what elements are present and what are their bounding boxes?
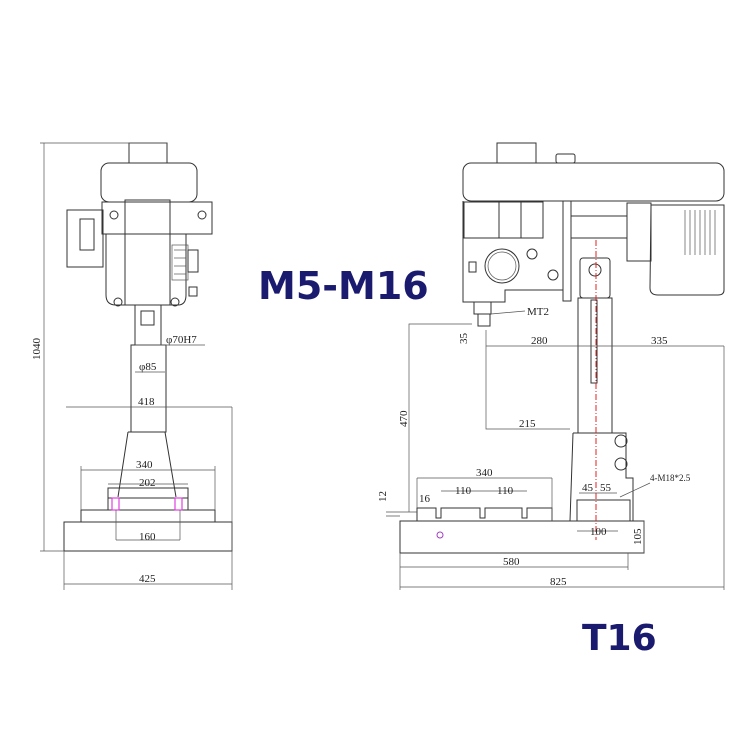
spindle-housing xyxy=(124,199,171,306)
front-view: 1040 φ70H7 φ85 418 340 202 160 425 xyxy=(31,142,233,590)
dim-bolts: 4-M18*2.5 xyxy=(650,473,691,483)
slot-mark xyxy=(111,497,120,511)
dim-slot-offset: 16 xyxy=(419,493,431,505)
dim-bolt-a: 45 xyxy=(582,482,594,494)
side-view: MT2 35 280 335 470 215 340 16 110 110 12… xyxy=(377,142,725,590)
head-ears xyxy=(101,201,213,235)
dim-slot-pitch-2: 110 xyxy=(497,485,514,497)
dim-base-length: 580 xyxy=(503,556,520,568)
motor xyxy=(649,204,725,296)
feed-dial xyxy=(484,248,520,284)
dim-taper: MT2 xyxy=(527,306,549,318)
dim-table-height: 12 xyxy=(377,491,389,502)
gearbox xyxy=(105,234,187,306)
dim-height: 1040 xyxy=(31,338,43,361)
dim-column-to-back: 335 xyxy=(651,335,668,347)
dim-table-length: 340 xyxy=(476,467,493,479)
dim-spindle-to-column: 280 xyxy=(531,335,548,347)
head-cover xyxy=(462,162,725,202)
dim-spindle-bore: φ70H7 xyxy=(166,334,197,346)
slot-mark xyxy=(174,497,183,511)
dim-bolt-b: 55 xyxy=(600,482,612,494)
dim-base-height: 105 xyxy=(632,528,644,545)
dim-table-inner: 202 xyxy=(139,477,156,489)
bolt-hole xyxy=(109,210,119,220)
table xyxy=(80,509,216,523)
column-base xyxy=(569,432,634,522)
knob xyxy=(187,249,199,273)
dim-throat: 215 xyxy=(519,418,536,430)
panel-slot xyxy=(79,218,95,251)
dim-column-dia: φ85 xyxy=(139,361,157,373)
top-knob xyxy=(555,153,576,164)
model-range-title: M5-M16 xyxy=(258,264,429,308)
dim-slot-spacing: 160 xyxy=(139,531,156,543)
column xyxy=(130,344,167,433)
side-panel xyxy=(66,209,104,268)
dim-base-width: 425 xyxy=(139,573,156,585)
column xyxy=(577,297,613,434)
gearbox xyxy=(462,201,564,303)
model-title: T16 xyxy=(582,618,657,659)
dim-nose: 35 xyxy=(458,333,470,345)
dim-slot-pitch-1: 110 xyxy=(455,485,472,497)
base xyxy=(399,520,645,554)
motor-cap xyxy=(496,142,537,164)
spindle-nose xyxy=(473,301,492,315)
head-cover xyxy=(100,162,198,203)
table-slots xyxy=(416,507,553,521)
bolt-hole xyxy=(197,210,207,220)
column-base xyxy=(117,431,177,498)
dim-overall-length: 825 xyxy=(550,576,567,588)
dim-reach: 418 xyxy=(138,396,155,408)
dim-stroke: 470 xyxy=(398,410,410,427)
dim-bolt-spacing: 100 xyxy=(590,526,607,538)
dim-table-width: 340 xyxy=(136,459,153,471)
motor-cap xyxy=(128,142,168,164)
